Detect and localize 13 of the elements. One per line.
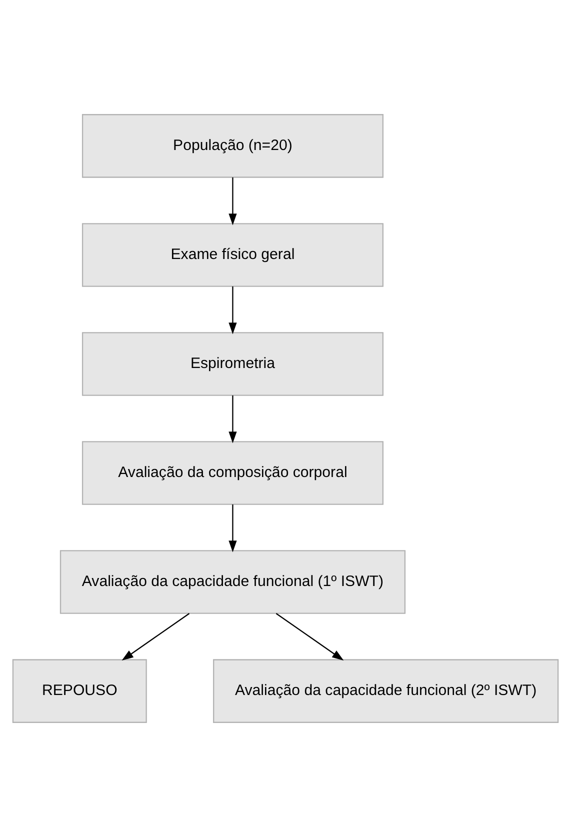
node-box: Exame físico geral — [82, 222, 384, 286]
arrow — [276, 612, 344, 660]
arrow — [228, 504, 237, 552]
node-box: Avaliação da composição corporal — [82, 440, 384, 504]
node-box: Espirometria — [82, 332, 384, 396]
arrow — [228, 394, 237, 443]
node-box: População (n=20) — [82, 114, 384, 178]
arrow — [122, 612, 190, 660]
node-box: Avaliação da capacidade funcional (2º ISWT) — [213, 658, 559, 722]
arrow — [228, 176, 237, 225]
arrow — [228, 286, 237, 334]
node-box: REPOUSO — [12, 658, 147, 722]
node-box: Avaliação da capacidade funcional (1º ISWT) — [60, 550, 406, 614]
